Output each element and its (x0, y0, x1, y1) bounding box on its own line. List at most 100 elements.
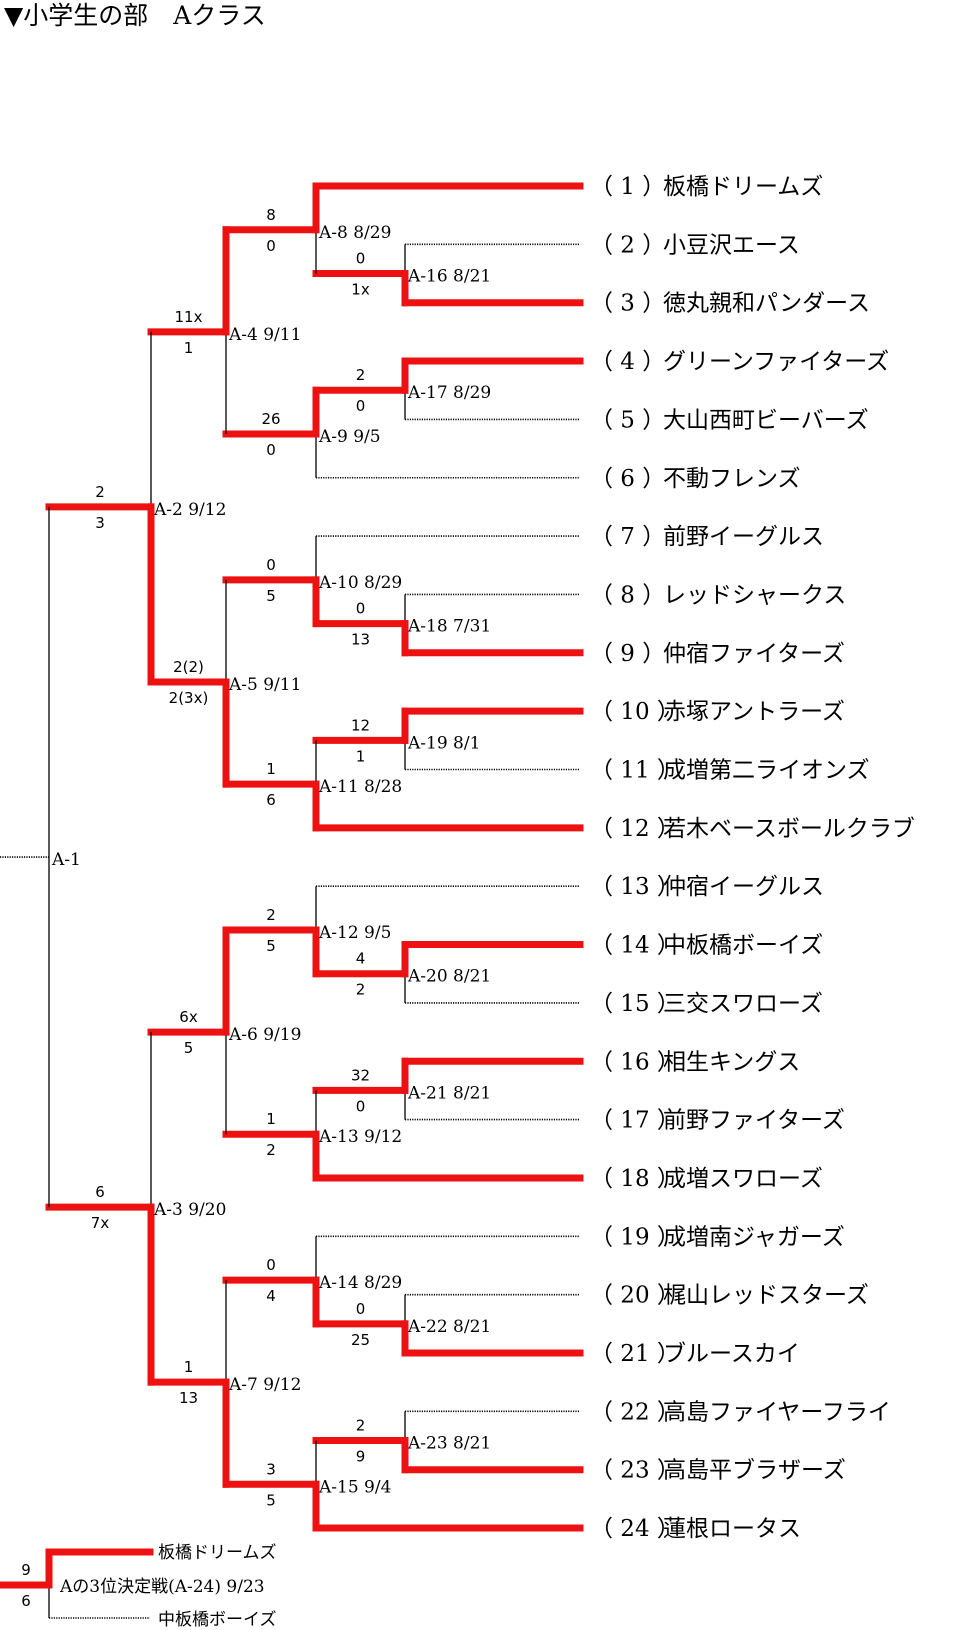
team-number: （ 4 ） (590, 349, 665, 375)
team-name: 若木ベースボールクラブ (663, 816, 915, 842)
score-top: 32 (351, 1066, 370, 1084)
score-bottom: 3 (95, 514, 105, 532)
team-name: 高島ファイヤーフライ (663, 1399, 891, 1425)
match-label: A-3 9/20 (153, 1200, 226, 1220)
match-label: A-14 8/29 (318, 1273, 402, 1293)
match-label: A-12 9/5 (318, 923, 391, 943)
score-bottom: 7x (91, 1214, 110, 1232)
match-label: A-19 8/1 (407, 733, 480, 753)
team-number: （ 17 ） (590, 1108, 680, 1134)
score-top: 6x (179, 1008, 198, 1026)
match-label: A-13 9/12 (318, 1127, 402, 1147)
score-bottom: 2(3x) (169, 689, 209, 707)
match-label: A-20 8/21 (407, 967, 491, 987)
score-top: 12 (351, 716, 370, 734)
match-label: A-11 8/28 (318, 777, 402, 797)
score-bottom: 5 (266, 937, 276, 955)
team-number: （ 24 ） (590, 1516, 680, 1542)
team-number: （ 11 ） (590, 758, 680, 784)
score-top: 1 (266, 1110, 276, 1128)
score-bottom: 2 (356, 981, 366, 999)
match-label: A-5 9/11 (228, 675, 301, 695)
team-number: （ 1 ） (590, 174, 665, 200)
third-place-bottom-team: 中板橋ボーイズ (158, 1610, 277, 1630)
match-label: A-4 9/11 (228, 325, 301, 345)
third-place-label: Aの3位決定戦(A-24) 9/23 (59, 1577, 265, 1597)
team-number: （ 15 ） (590, 991, 680, 1017)
match-label: A-6 9/19 (228, 1025, 301, 1045)
match-label: A-8 8/29 (318, 223, 391, 243)
score-bottom: 0 (356, 1097, 366, 1115)
score-top: 0 (266, 556, 276, 574)
score-top: 11x (175, 308, 203, 326)
score-top: 6 (95, 1183, 105, 1201)
score-top: 1 (184, 1358, 194, 1376)
score-bottom: 5 (184, 1039, 194, 1057)
score-bottom: 13 (351, 631, 370, 649)
third-place-score-top: 9 (21, 1561, 31, 1579)
team-number: （ 6 ） (590, 466, 665, 492)
match-label-final: A-1 (51, 850, 81, 870)
bracket-labels: （ 1 ）板橋ドリームズ（ 2 ）小豆沢エース（ 3 ）徳丸親和パンダース（ 4… (21, 174, 915, 1630)
team-name: ブルースカイ (663, 1341, 800, 1367)
match-label: A-9 9/5 (318, 427, 381, 447)
score-bottom: 9 (356, 1448, 366, 1466)
score-bottom: 1 (184, 339, 194, 357)
score-bottom: 1x (351, 281, 370, 299)
team-name: 仲宿イーグルス (663, 874, 824, 900)
page-title: ▼小学生の部 Aクラス (4, 1, 266, 30)
team-name: 赤塚アントラーズ (663, 699, 845, 725)
team-name: 小豆沢エース (663, 232, 800, 258)
team-number: （ 8 ） (590, 582, 665, 608)
team-name: 三交スワローズ (663, 991, 823, 1017)
team-number: （ 22 ） (590, 1399, 680, 1425)
score-top: 0 (356, 1300, 366, 1318)
match-label: A-10 8/29 (318, 573, 402, 593)
team-name: 板橋ドリームズ (663, 174, 823, 200)
score-bottom: 0 (356, 397, 366, 415)
team-number: （ 20 ） (590, 1283, 680, 1309)
match-label: A-18 7/31 (407, 617, 491, 637)
team-name: 梶山レッドスターズ (663, 1283, 869, 1309)
score-top: 3 (266, 1460, 276, 1478)
score-bottom: 4 (266, 1287, 276, 1305)
bracket-lines (0, 182, 584, 1619)
score-bottom: 1 (356, 747, 366, 765)
score-top: 2 (266, 906, 276, 924)
score-top: 8 (266, 206, 276, 224)
team-name: 徳丸親和パンダース (663, 291, 870, 317)
team-number: （ 13 ） (590, 874, 680, 900)
team-name: 成増第二ライオンズ (663, 758, 870, 784)
score-bottom: 6 (266, 791, 276, 809)
team-name: 前野ファイターズ (663, 1108, 845, 1134)
match-label: A-21 8/21 (407, 1083, 491, 1103)
team-name: 相生キングス (663, 1049, 800, 1075)
score-top: 2 (356, 1417, 366, 1435)
score-top: 0 (266, 1256, 276, 1274)
team-name: 仲宿ファイターズ (663, 641, 845, 667)
team-name: 大山西町ビーバーズ (663, 407, 869, 433)
team-name: 成増南ジャガーズ (663, 1224, 845, 1250)
team-name: グリーンファイターズ (663, 349, 889, 375)
score-bottom: 25 (351, 1331, 370, 1349)
team-number: （ 2 ） (590, 232, 665, 258)
third-place-top-team: 板橋ドリームズ (158, 1543, 277, 1563)
match-label: A-23 8/21 (407, 1434, 491, 1454)
team-number: （ 14 ） (590, 933, 680, 959)
team-name: 高島平ブラザーズ (663, 1458, 846, 1484)
team-number: （ 23 ） (590, 1458, 680, 1484)
team-name: 成増スワローズ (663, 1166, 823, 1192)
score-bottom: 0 (266, 237, 276, 255)
team-name: 前野イーグルス (663, 524, 824, 550)
score-top: 4 (356, 950, 366, 968)
team-name: 蓮根ロータス (663, 1516, 801, 1542)
match-label: A-7 9/12 (228, 1375, 301, 1395)
team-name: 中板橋ボーイズ (663, 933, 823, 959)
score-bottom: 2 (266, 1141, 276, 1159)
team-number: （ 10 ） (590, 699, 680, 725)
score-top: 26 (261, 410, 280, 428)
score-bottom: 5 (266, 1491, 276, 1509)
team-number: （ 9 ） (590, 641, 665, 667)
match-label: A-22 8/21 (407, 1317, 491, 1337)
